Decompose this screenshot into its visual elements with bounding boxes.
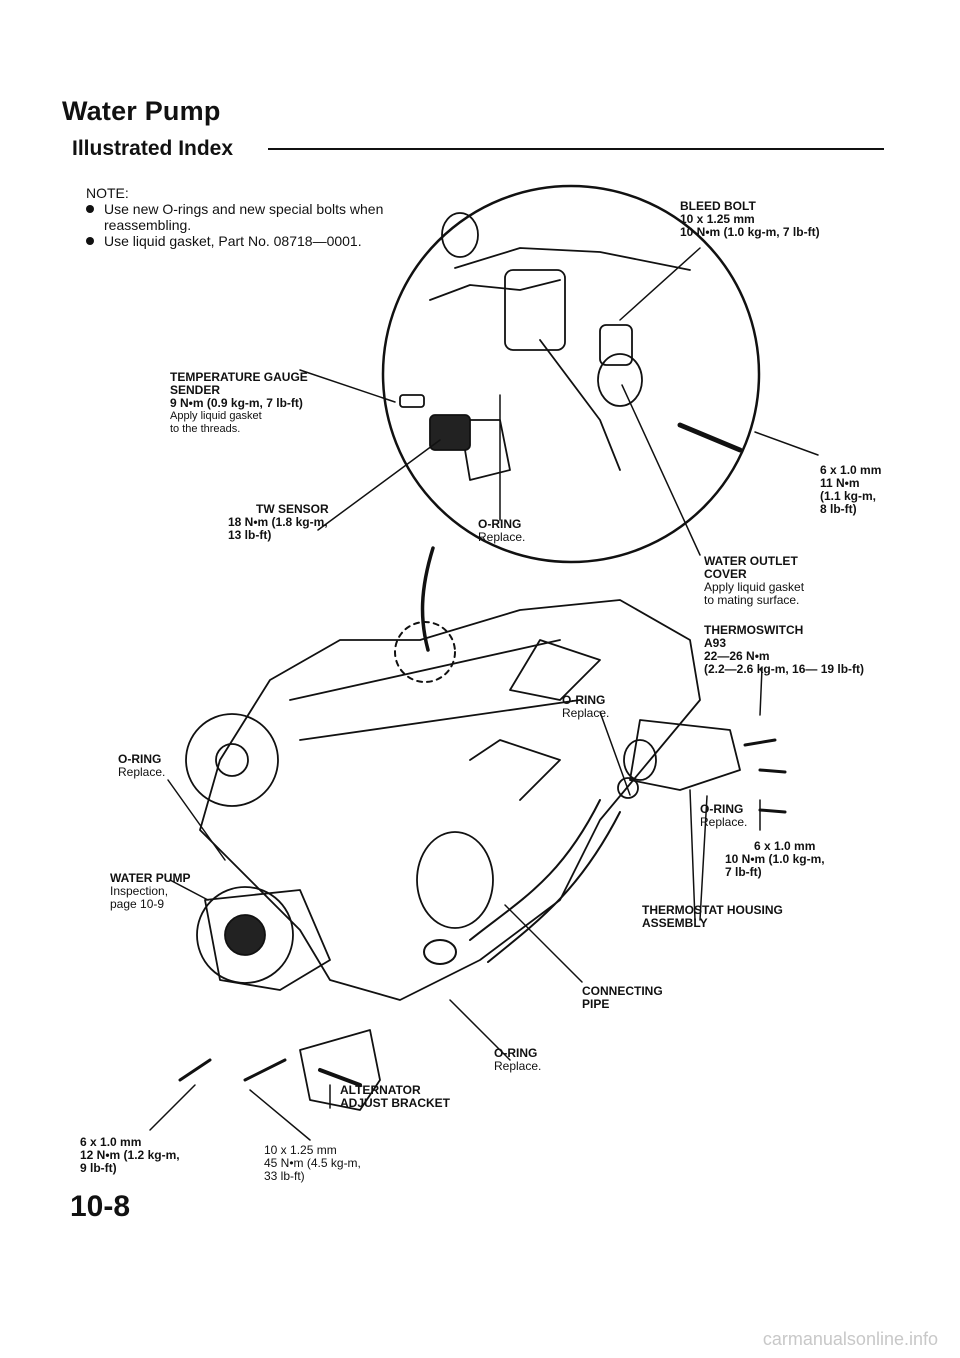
label-thermoswitch: THERMOSWITCH A93 22—26 N•m (2.2—2.6 kg-m… bbox=[704, 624, 864, 676]
label-thermostat-housing: THERMOSTAT HOUSING ASSEMBLY bbox=[642, 904, 783, 930]
label-bolt-6x1-10nm: 6 x 1.0 mm 10 N•m (1.0 kg-m, 7 lb-ft) bbox=[725, 840, 825, 879]
note-block: NOTE: Use new O-rings and new special bo… bbox=[86, 185, 464, 249]
label-o-ring-top: O-RING Replace. bbox=[478, 518, 525, 544]
label-note: Replace. bbox=[562, 706, 610, 720]
label-line: COVER bbox=[704, 567, 747, 581]
label-title: O-RING bbox=[494, 1046, 538, 1060]
label-line: PIPE bbox=[582, 997, 610, 1011]
label-title: WATER PUMP bbox=[110, 871, 191, 885]
label-line: 9 N•m (0.9 kg-m, 7 lb-ft) bbox=[170, 396, 303, 410]
label-line: A93 bbox=[704, 636, 727, 650]
label-line: 12 N•m (1.2 kg-m, bbox=[80, 1148, 180, 1162]
label-note: Inspection, bbox=[110, 884, 169, 898]
label-line: TW SENSOR bbox=[256, 502, 329, 516]
label-note: to the threads. bbox=[170, 423, 241, 435]
label-line: 13 lb-ft) bbox=[228, 528, 272, 542]
detail-parts bbox=[399, 212, 743, 481]
label-note: Apply liquid gasket bbox=[170, 410, 262, 422]
detail-circle bbox=[381, 184, 761, 564]
label-note: Replace. bbox=[494, 1059, 542, 1073]
label-line: 9 lb-ft) bbox=[80, 1161, 117, 1175]
label-tw-sensor: TW SENSOR 18 N•m (1.8 kg-m, 13 lb-ft) bbox=[228, 503, 329, 542]
label-line: 22—26 N•m bbox=[704, 649, 770, 663]
label-title: O-RING bbox=[700, 802, 744, 816]
label-line: (1.1 kg-m, bbox=[820, 489, 877, 503]
label-line: THERMOSWITCH bbox=[704, 623, 804, 637]
label-title: BLEED BOLT bbox=[680, 199, 756, 213]
watermark: carmanualsonline.info bbox=[762, 1329, 938, 1349]
label-water-pump: WATER PUMP Inspection, page 10-9 bbox=[110, 872, 190, 911]
label-bolt-6x1-11nm: 6 x 1.0 mm 11 N•m (1.1 kg-m, 8 lb-ft) bbox=[820, 464, 881, 516]
label-line: 10 N•m (1.0 kg-m, bbox=[725, 852, 825, 866]
label-note: Apply liquid gasket bbox=[704, 580, 805, 594]
label-line: 18 N•m (1.8 kg-m, bbox=[228, 515, 328, 529]
alternator-bracket-part bbox=[299, 1029, 381, 1111]
label-bolt-10x125: 10 x 1.25 mm 45 N•m (4.5 kg-m, 33 lb-ft) bbox=[264, 1144, 361, 1183]
label-line: 11 N•m bbox=[820, 476, 860, 490]
label-note: Replace. bbox=[700, 815, 748, 829]
label-line: ASSEMBLY bbox=[642, 916, 708, 930]
note-heading: NOTE: bbox=[86, 185, 129, 201]
label-line: WATER OUTLET bbox=[704, 554, 798, 568]
bolts bbox=[178, 738, 787, 1082]
label-note: Replace. bbox=[478, 530, 526, 544]
label-line: ADJUST BRACKET bbox=[340, 1096, 451, 1110]
label-alternator-adjust-bracket: ALTERNATOR ADJUST BRACKET bbox=[340, 1084, 450, 1110]
label-line: (2.2—2.6 kg-m, 16— 19 lb-ft) bbox=[704, 662, 865, 676]
label-title: O-RING bbox=[118, 752, 162, 766]
label-line: 33 lb-ft) bbox=[264, 1169, 305, 1183]
label-title: O-RING bbox=[562, 693, 606, 707]
label-line: 7 lb-ft) bbox=[725, 865, 762, 879]
thermostat-housing-part bbox=[617, 719, 741, 799]
label-title: O-RING bbox=[478, 517, 522, 531]
label-bolt-6x1-12nm: 6 x 1.0 mm 12 N•m (1.2 kg-m, 9 lb-ft) bbox=[80, 1136, 180, 1175]
label-line: 6 x 1.0 mm bbox=[80, 1135, 142, 1149]
label-o-ring-bottom: O-RING Replace. bbox=[494, 1047, 541, 1073]
label-line: 8 lb-ft) bbox=[820, 502, 857, 516]
label-line: SENDER bbox=[170, 383, 221, 397]
label-o-ring-left: O-RING Replace. bbox=[118, 753, 165, 779]
page-number: 10-8 bbox=[70, 1190, 131, 1223]
water-pump-part bbox=[196, 886, 331, 991]
label-line: ALTERNATOR bbox=[340, 1083, 421, 1097]
label-line: 10 x 1.25 mm bbox=[680, 212, 755, 226]
label-note: Replace. bbox=[118, 765, 166, 779]
label-temperature-gauge-sender: TEMPERATURE GAUGE SENDER 9 N•m (0.9 kg-m… bbox=[170, 371, 308, 436]
page-title: Water Pump bbox=[62, 96, 221, 126]
label-line: 10 x 1.25 mm bbox=[264, 1143, 337, 1157]
label-note: page 10-9 bbox=[110, 897, 165, 911]
label-line: TEMPERATURE GAUGE bbox=[170, 370, 308, 384]
label-line: 6 x 1.0 mm bbox=[820, 463, 882, 477]
label-line: 10 N•m (1.0 kg-m, 7 lb-ft) bbox=[680, 225, 820, 239]
label-o-ring-mid: O-RING Replace. bbox=[562, 694, 609, 720]
label-connecting-pipe: CONNECTING PIPE bbox=[582, 985, 663, 1011]
section-subtitle: Illustrated Index bbox=[72, 137, 234, 160]
note-item: Use liquid gasket, Part No. 08718—0001. bbox=[86, 233, 464, 249]
label-note: to mating surface. bbox=[704, 593, 800, 607]
label-bleed-bolt: BLEED BOLT 10 x 1.25 mm 10 N•m (1.0 kg-m… bbox=[680, 200, 820, 239]
label-water-outlet-cover: WATER OUTLET COVER Apply liquid gasket t… bbox=[704, 555, 804, 607]
label-line: THERMOSTAT HOUSING bbox=[642, 903, 783, 917]
label-line: CONNECTING bbox=[582, 984, 663, 998]
leader-lines bbox=[149, 247, 819, 1141]
note-item: Use new O-rings and new special bolts wh… bbox=[86, 201, 464, 233]
connecting-pipe bbox=[423, 799, 621, 965]
label-o-ring-right: O-RING Replace. bbox=[700, 803, 747, 829]
label-line: 45 N•m (4.5 kg-m, bbox=[264, 1156, 361, 1170]
label-line: 6 x 1.0 mm bbox=[754, 839, 816, 853]
title-rule bbox=[268, 148, 884, 150]
